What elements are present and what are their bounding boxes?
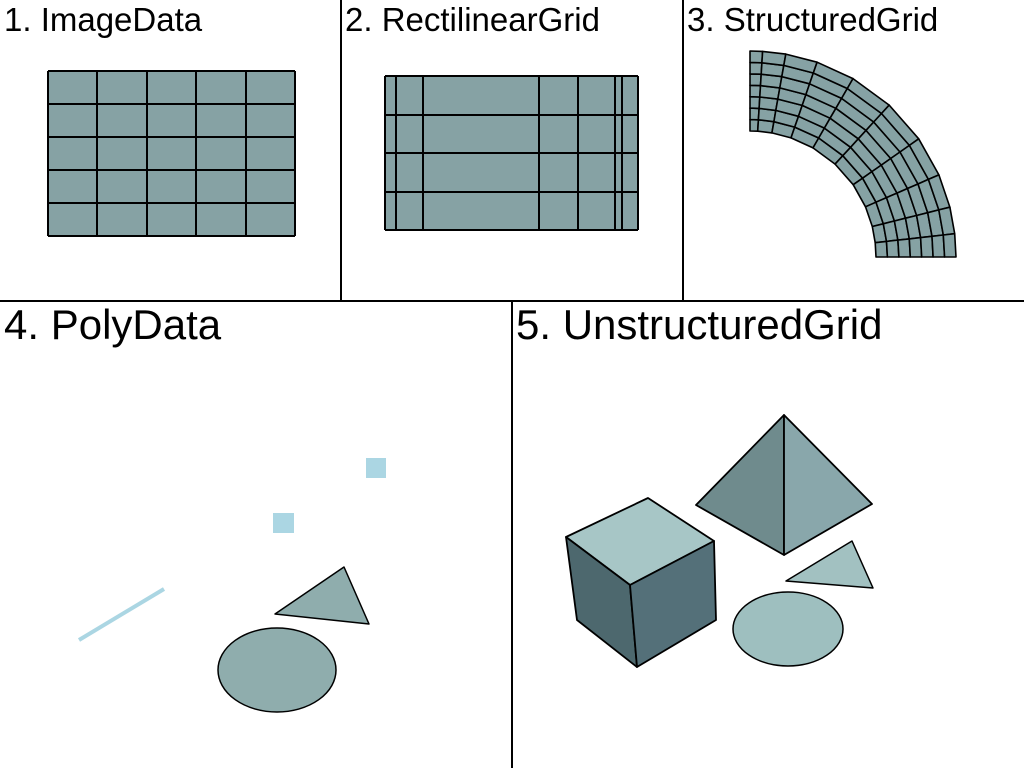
canvas-structuredgrid[interactable] [683, 0, 1024, 300]
viewport-title-polydata: 4. PolyData [4, 301, 222, 348]
viewport-imagedata: 1. ImageData [0, 0, 341, 300]
panel-divider-bottom [511, 300, 513, 768]
canvas-unstructuredgrid[interactable] [512, 300, 1024, 768]
quarter-annulus-grid-cell [908, 236, 923, 258]
viewport-title-imagedata: 1. ImageData [4, 1, 203, 38]
viewport-unstructuredgrid: 5. UnstructuredGrid [512, 300, 1024, 768]
viewport-structuredgrid: 3. StructuredGrid [683, 0, 1024, 300]
tetrahedron-right-face [783, 414, 873, 556]
rectilinear-grid-lines [384, 75, 639, 231]
canvas-polydata[interactable] [0, 300, 512, 768]
viewport-title-rectilineargrid: 2. RectilinearGrid [345, 1, 600, 38]
quarter-annulus-grid-cell [919, 235, 934, 258]
quarter-annulus-grid-cell [897, 238, 912, 258]
quarter-annulus-grid-cell [749, 50, 764, 64]
panel-divider-top-1 [340, 0, 342, 302]
point-cell-large [366, 458, 386, 478]
line-cell [77, 587, 166, 642]
hexahedron-right-face [629, 540, 717, 668]
quarter-annulus-grid-cell [749, 61, 763, 75]
quarter-annulus-grid-cell [749, 73, 762, 87]
triangle-cell [274, 566, 370, 625]
viewport-title-structuredgrid: 3. StructuredGrid [687, 1, 939, 38]
circle-cell [217, 627, 337, 713]
viewport-rectilineargrid: 2. RectilinearGrid [341, 0, 683, 300]
quarter-annulus-grid-cell [749, 84, 762, 98]
point-cell-small [273, 513, 294, 533]
canvas-imagedata[interactable] [0, 0, 341, 300]
uniform-grid-fill [48, 71, 295, 236]
quarter-annulus-grid-cell [942, 232, 957, 258]
quarter-annulus-grid-cell [885, 239, 900, 258]
tetrahedron-left-face [695, 414, 785, 556]
panel-divider-top-2 [682, 0, 684, 302]
canvas-rectilineargrid[interactable] [341, 0, 683, 300]
quarter-annulus-grid-cell [874, 240, 889, 258]
quarter-annulus-grid-cell [761, 50, 787, 67]
uniform-grid-lines [47, 70, 296, 237]
triangle-cell [785, 540, 874, 589]
quarter-annulus-grid-cell [749, 95, 761, 110]
circle-cell [732, 591, 844, 667]
viewport-polydata: 4. PolyData [0, 300, 512, 768]
viewport-title-unstructuredgrid: 5. UnstructuredGrid [516, 301, 883, 348]
